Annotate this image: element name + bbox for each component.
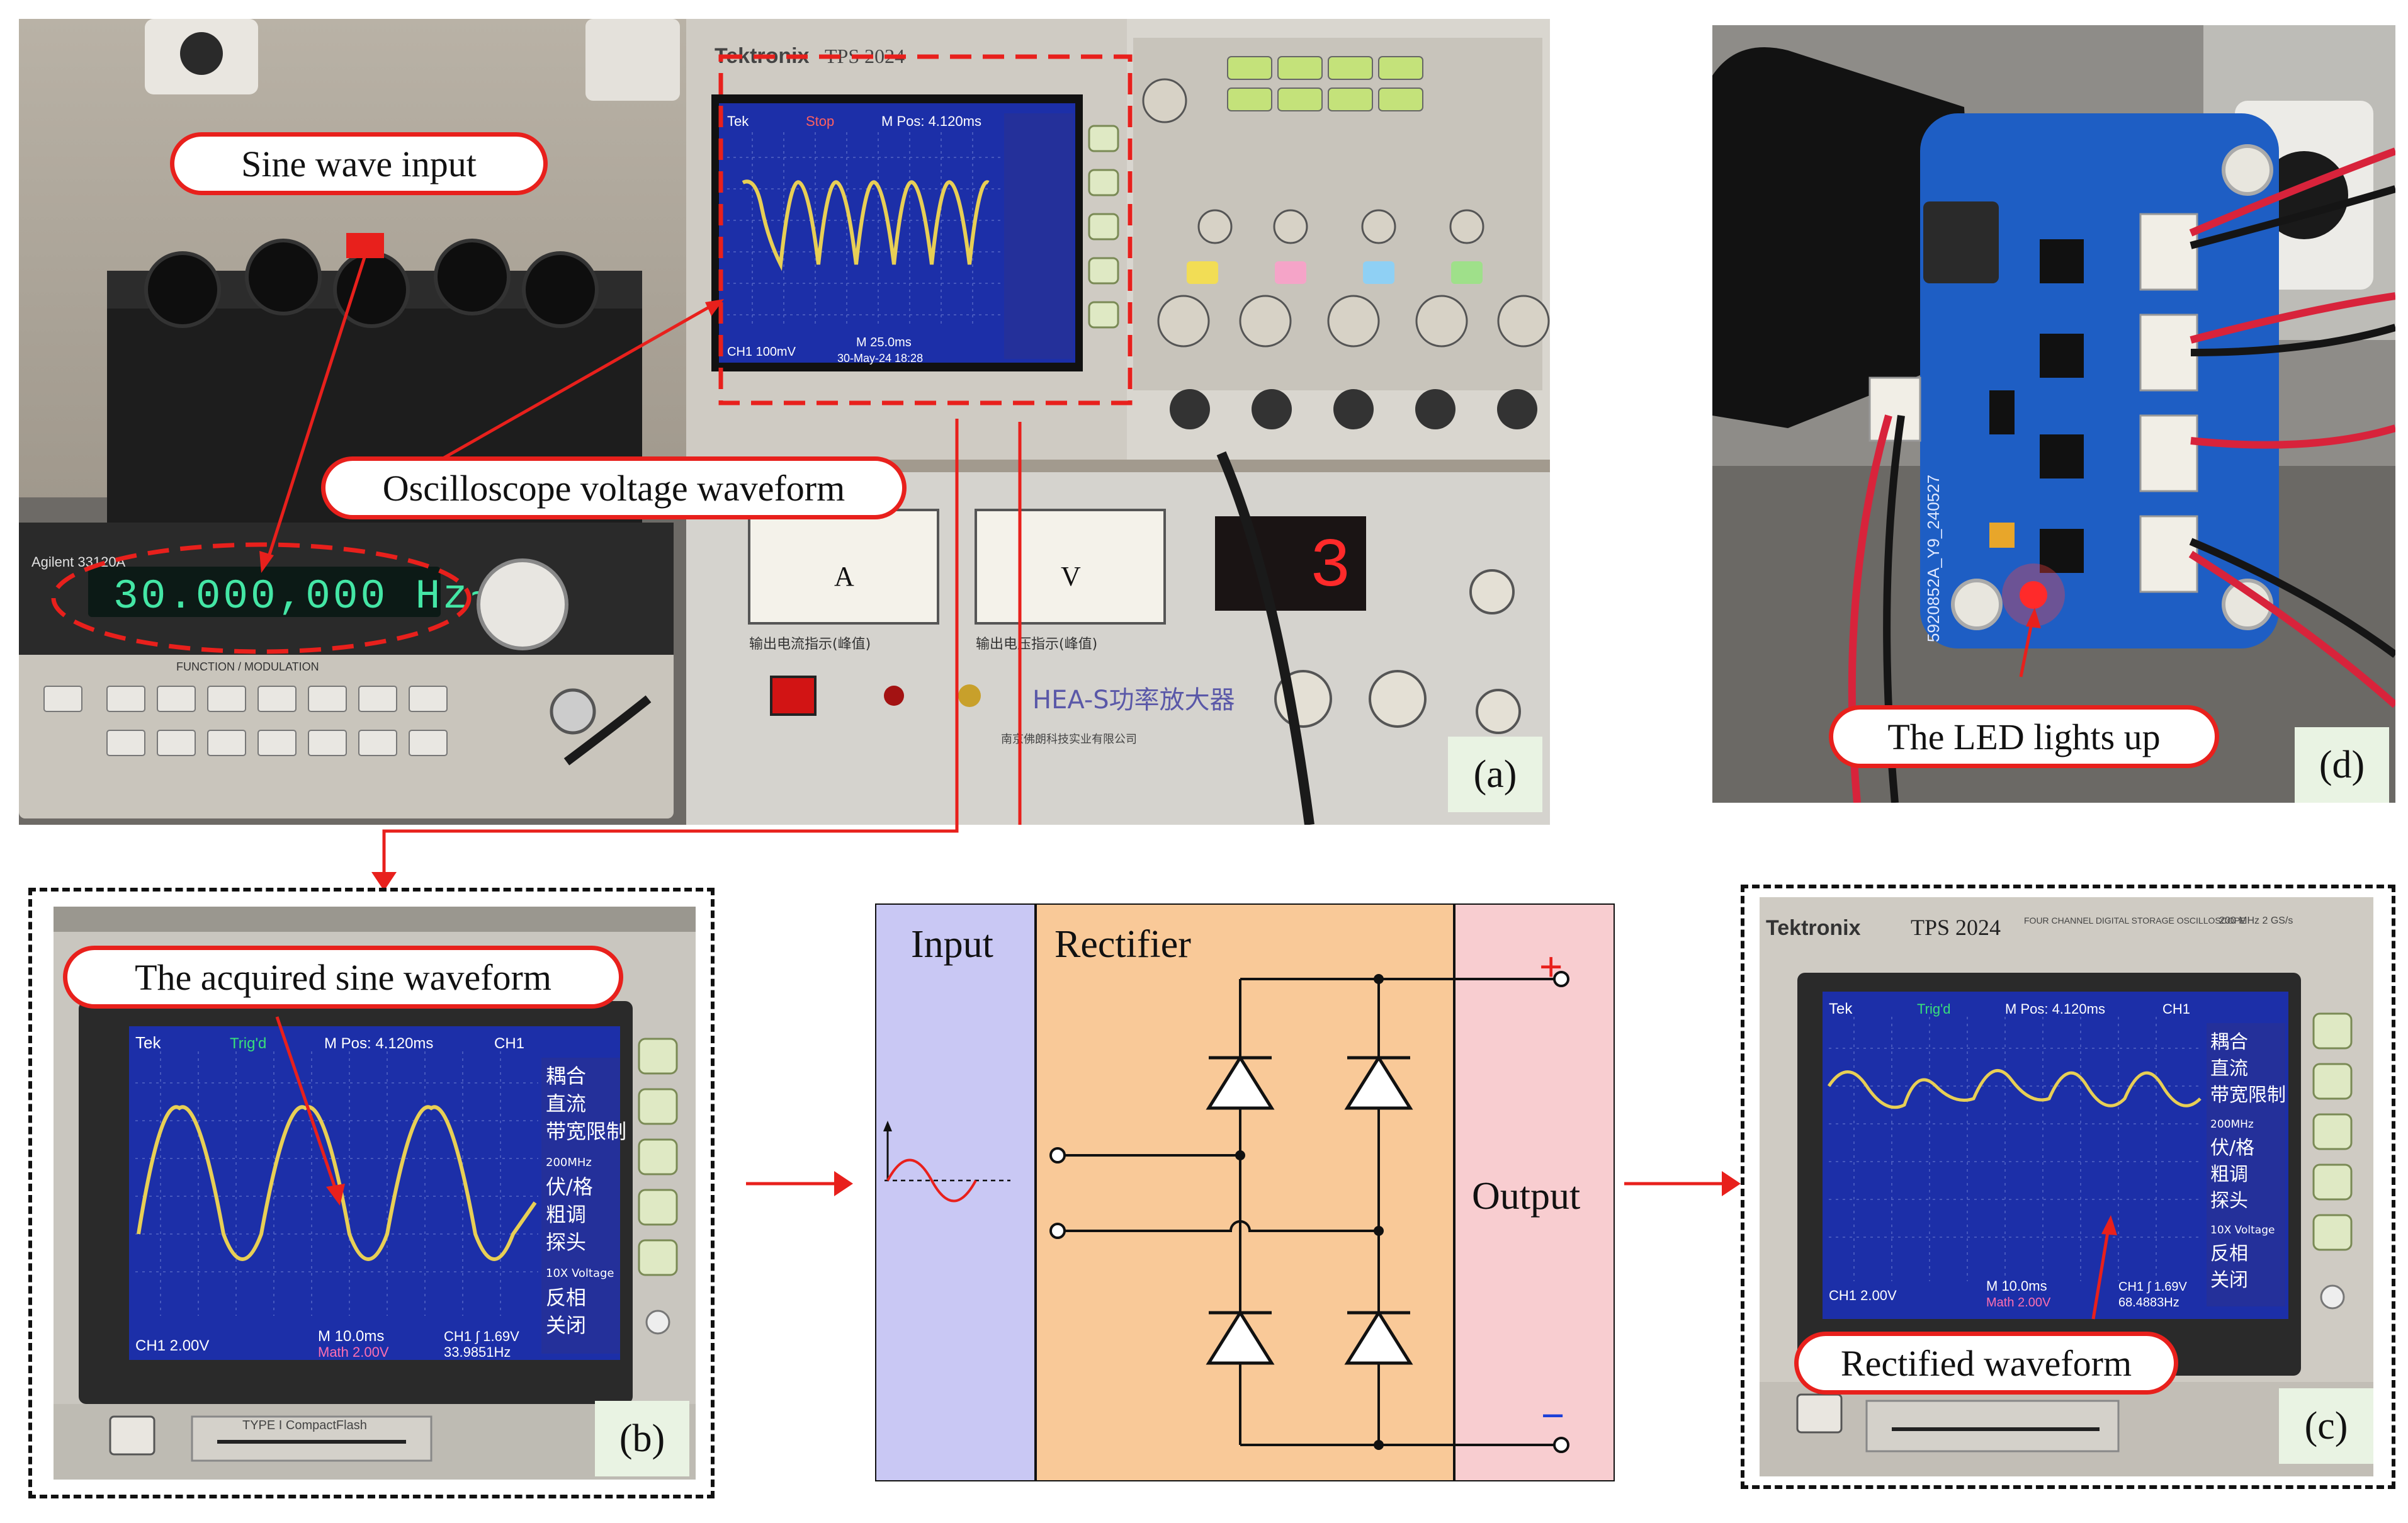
scope-menu-item: 直流	[2210, 1058, 2248, 1080]
scope-menu-item: 反相	[546, 1286, 586, 1310]
scope-menu-item: 200MHz	[2210, 1118, 2254, 1131]
scope-menu-item: 关闭	[2210, 1269, 2248, 1291]
svg-text:A: A	[834, 561, 854, 592]
output-terminal-minus	[1553, 1437, 1569, 1453]
scope-menu-item: 10X Voltage	[2210, 1224, 2275, 1237]
output-terminal-plus	[1553, 971, 1569, 987]
scope-menu-item: 反相	[2210, 1243, 2248, 1265]
svg-text:Tek: Tek	[1829, 1000, 1853, 1017]
scope-menu-item: 10X Voltage	[546, 1267, 614, 1280]
pcb-illustration: 5920852A_Y9_240527	[1712, 25, 2395, 803]
panel-d-label: (d)	[2295, 727, 2389, 803]
svg-text:200 MHz 2 GS/s: 200 MHz 2 GS/s	[2219, 915, 2293, 926]
svg-text:V: V	[1061, 561, 1081, 592]
callout-oscilloscope-voltage-waveform: Oscilloscope voltage waveform	[321, 456, 907, 519]
panel-b-label: (b)	[595, 1401, 689, 1476]
scope-menu-item: 200MHz	[546, 1156, 592, 1169]
svg-text:CH1: CH1	[2162, 1001, 2190, 1017]
svg-text:HEA-S功率放大器: HEA-S功率放大器	[1032, 686, 1235, 715]
scope-menu-item: 探头	[546, 1230, 586, 1254]
input-region	[875, 903, 1036, 1481]
panel-b-frame	[28, 888, 715, 1498]
output-label: Output	[1472, 1175, 1580, 1218]
panel-a-label: (a)	[1448, 737, 1542, 812]
rectifier-region	[1036, 903, 1454, 1481]
scope-menu-item: 带宽限制	[2210, 1084, 2286, 1106]
panel-c-label: (c)	[2279, 1388, 2373, 1464]
diode-d3	[1206, 1310, 1275, 1365]
svg-text:M Pos: 4.120ms: M Pos: 4.120ms	[881, 113, 981, 129]
scope-menu-item: 耦合	[546, 1064, 586, 1088]
callout-rectified-waveform: Rectified waveform	[1794, 1332, 2178, 1395]
panel-c-photo: Tektronix TPS 2024 FOUR CHANNEL DIGITAL …	[1760, 897, 2373, 1476]
callout-sine-wave-input: Sine wave input	[170, 132, 548, 195]
diode-d2	[1344, 1055, 1413, 1110]
scope-menu-item: 粗调	[546, 1203, 586, 1226]
svg-text:CH1 2.00V: CH1 2.00V	[135, 1337, 209, 1354]
input-terminal-1	[1049, 1147, 1066, 1163]
svg-text:CH1: CH1	[494, 1035, 524, 1052]
generator-display-text: 30.000,000 Hz~	[113, 573, 498, 620]
svg-text:CH1 ∫ 1.69V: CH1 ∫ 1.69V	[444, 1328, 519, 1344]
diode-d4	[1344, 1310, 1413, 1365]
panel-d-photo: 5920852A_Y9_240527	[1712, 25, 2395, 803]
svg-text:M 25.0ms: M 25.0ms	[856, 336, 912, 349]
sine-source-icon	[883, 1121, 1010, 1203]
svg-text:Math 2.00V: Math 2.00V	[1986, 1296, 2051, 1310]
minus-sign: −	[1541, 1393, 1564, 1438]
svg-text:TPS 2024: TPS 2024	[1911, 915, 2001, 940]
scope-menu-item: 探头	[2210, 1190, 2248, 1212]
svg-text:5920852A_Y9_240527: 5920852A_Y9_240527	[1924, 475, 1943, 642]
svg-text:68.4883Hz: 68.4883Hz	[2118, 1296, 2179, 1310]
scope-c-trace	[1827, 1068, 2202, 1109]
svg-text:CH1 ∫ 1.69V: CH1 ∫ 1.69V	[2118, 1280, 2188, 1294]
svg-text:Tektronix: Tektronix	[1766, 916, 1861, 940]
svg-text:输出电压指示(峰值): 输出电压指示(峰值)	[976, 637, 1097, 652]
svg-text:CH1 100mV: CH1 100mV	[727, 345, 796, 359]
scope-menu-item: 伏/格	[2210, 1137, 2254, 1159]
circuit-diagram: Input Rectifier Output + −	[874, 902, 1616, 1483]
svg-text:30-May-24 18:28: 30-May-24 18:28	[837, 352, 923, 365]
output-region	[1454, 903, 1615, 1481]
svg-text:M 10.0ms: M 10.0ms	[1986, 1278, 2047, 1294]
scope-c-illustration: Tektronix TPS 2024 FOUR CHANNEL DIGITAL …	[1760, 897, 2373, 1476]
scope-menu-item: 粗调	[2210, 1163, 2248, 1186]
panel-c-frame	[1741, 885, 2395, 1489]
svg-text:输出电流指示(峰值): 输出电流指示(峰值)	[749, 637, 871, 652]
svg-text:33.9851Hz: 33.9851Hz	[444, 1344, 511, 1360]
scope-menu-item: 关闭	[546, 1313, 586, 1337]
svg-text:Stop: Stop	[806, 113, 834, 129]
scope-menu-item: 直流	[546, 1092, 586, 1116]
scope-menu-item: 伏/格	[546, 1175, 593, 1199]
svg-text:FUNCTION / MODULATION: FUNCTION / MODULATION	[176, 660, 319, 673]
svg-text:3: 3	[1309, 528, 1351, 607]
svg-text:M Pos: 4.120ms: M Pos: 4.120ms	[2005, 1001, 2105, 1017]
svg-text:Trig'd: Trig'd	[1917, 1001, 1951, 1017]
callout-acquired-sine-waveform: The acquired sine waveform	[63, 946, 623, 1009]
svg-text:Math 2.00V: Math 2.00V	[318, 1344, 389, 1360]
input-label: Input	[911, 923, 993, 966]
svg-text:M Pos: 4.120ms: M Pos: 4.120ms	[324, 1035, 433, 1052]
svg-text:FOUR CHANNEL DIGITAL STORAGE O: FOUR CHANNEL DIGITAL STORAGE OSCILLOSCOP…	[2024, 915, 2246, 926]
svg-text:Tek: Tek	[135, 1033, 161, 1052]
svg-text:CH1 2.00V: CH1 2.00V	[1829, 1288, 1897, 1303]
scope-menu-item: 耦合	[2210, 1031, 2248, 1053]
svg-text:Agilent 33120A: Agilent 33120A	[31, 554, 126, 570]
scope-a-trace	[742, 179, 990, 271]
scope-menu-item: 带宽限制	[546, 1119, 626, 1143]
panel-b-photo: Tek Trig'd M Pos: 4.120ms CH1 耦合直流带宽限制 20…	[54, 907, 696, 1480]
svg-text:Trig'd: Trig'd	[230, 1035, 266, 1052]
callout-led-lights-up: The LED lights up	[1829, 705, 2219, 768]
svg-text:Tek: Tek	[727, 113, 749, 129]
svg-text:TYPE I CompactFlash: TYPE I CompactFlash	[242, 1418, 367, 1432]
diode-d1	[1206, 1055, 1275, 1110]
rectifier-label: Rectifier	[1054, 923, 1191, 966]
input-terminal-2	[1049, 1223, 1066, 1239]
svg-text:M 10.0ms: M 10.0ms	[318, 1328, 384, 1345]
svg-text:南京佛朗科技实业有限公司: 南京佛朗科技实业有限公司	[1001, 733, 1137, 746]
